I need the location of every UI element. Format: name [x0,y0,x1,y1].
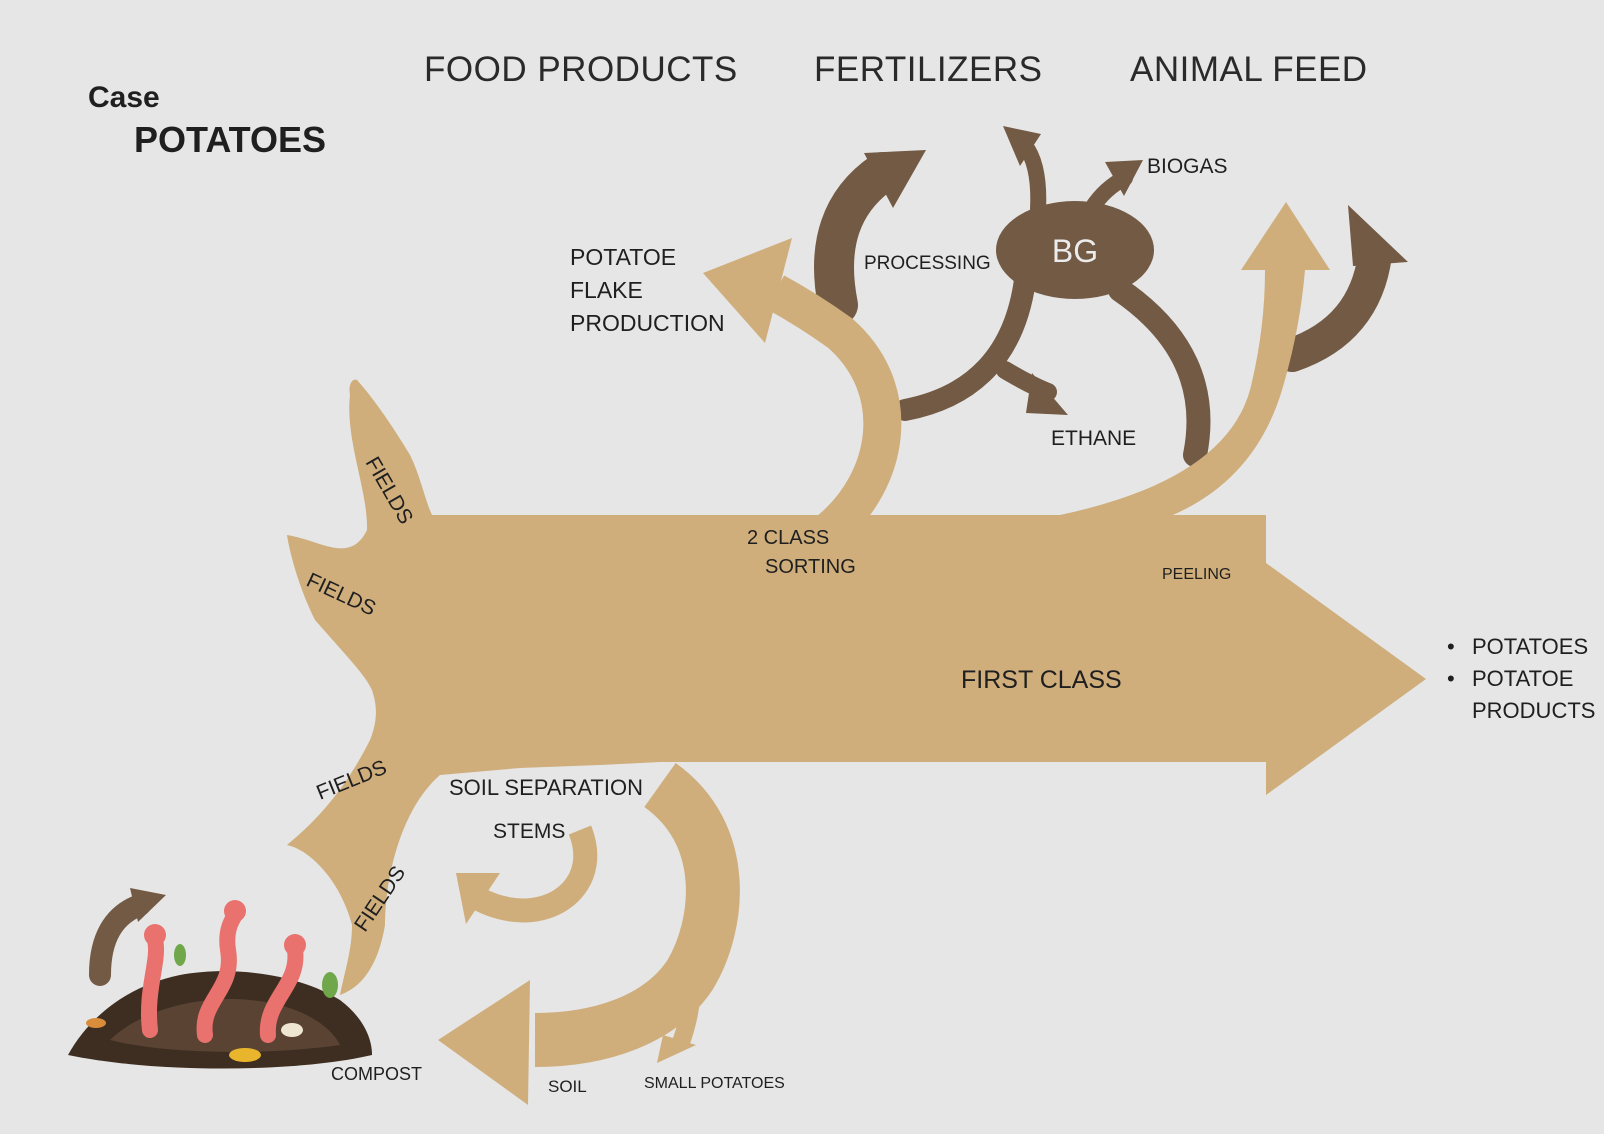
output-list: • POTATOES • POTATOE PRODUCTS [1447,634,1595,723]
small-potatoes-branch [671,953,702,1049]
biogas-label: BIOGAS [1147,155,1228,178]
stems-branch-shaft [465,825,598,923]
header-food-products: FOOD PRODUCTS [424,50,738,89]
animal-feed-brown-arrowhead [1348,205,1408,266]
bg-node [996,201,1154,299]
small-potatoes-arrowhead [657,1035,696,1063]
animal-feed-tan-branch [925,202,1330,540]
potato-flow [287,202,1426,1105]
output-item-products: PRODUCTS [1472,698,1595,723]
compost-leaf-green-2 [174,944,186,966]
bg-to-processing-flow [894,269,1036,421]
bg-to-feed-flow [1108,278,1211,467]
header-fertilizers: FERTILIZERS [814,50,1043,89]
flake-branch-shaft [765,275,902,545]
processing-label: PROCESSING [864,253,991,274]
main-body [287,379,1426,995]
stems-label: STEMS [493,820,565,843]
worm-head-1 [144,924,166,946]
worm-3 [259,942,304,1043]
worm-head-2 [224,900,246,922]
biogas-right-arrowhead [1105,160,1143,196]
compost-pile-illustration [68,900,372,1069]
worm-2 [196,907,243,1043]
flake-label-line-3: PRODUCTION [570,310,725,336]
compost-return-flow [89,894,151,986]
compost-mound-highlight [110,999,340,1052]
flake-label-line-2: FLAKE [570,277,643,303]
processing-arrow-shaft [814,152,903,325]
compost-return-arrowhead [130,888,166,922]
peeling-label: PEELING [1162,566,1231,583]
title-name: POTATOES [134,119,326,160]
fertilizer-arrowheads [130,126,1408,922]
biogas-up-flow [1020,142,1047,218]
soil-arrowhead [438,980,530,1105]
header-animal-feed: ANIMAL FEED [1130,50,1368,89]
compost-shell [281,1023,303,1037]
output-bullet-2: • [1447,666,1455,691]
first-class-label: FIRST CLASS [961,666,1122,694]
ethane-label: ETHANE [1051,427,1136,450]
ethane-arrowhead [1026,373,1068,415]
title-case: Case [88,81,160,114]
sorting-label-line-2: SORTING [765,556,856,578]
biogas-up-arrowhead [1003,126,1041,166]
soil-label: SOIL [548,1077,587,1096]
compost-leaf-green [322,972,338,998]
soil-separation-label: SOIL SEPARATION [449,775,643,800]
compost-leaf-orange [86,1018,106,1028]
worm-head-3 [284,934,306,956]
compost-label: COMPOST [331,1064,422,1084]
stems-arrowhead [456,873,500,924]
output-item-potatoes: POTATOES [1472,634,1588,659]
small-potatoes-label: SMALL POTATOES [644,1075,785,1092]
processing-arrowhead [864,150,926,208]
sorting-label-line-1: 2 CLASS [747,527,829,549]
bg-node-label: BG [1052,233,1098,269]
compost-leaf-yellow [229,1048,261,1062]
animal-feed-brown-flow [1275,238,1392,372]
flake-arrowhead [703,238,792,343]
worm-1 [141,932,164,1038]
output-item-potatoe: POTATOE [1472,666,1573,691]
flake-label-line-1: POTATOE [570,244,676,270]
output-bullet-1: • [1447,634,1455,659]
